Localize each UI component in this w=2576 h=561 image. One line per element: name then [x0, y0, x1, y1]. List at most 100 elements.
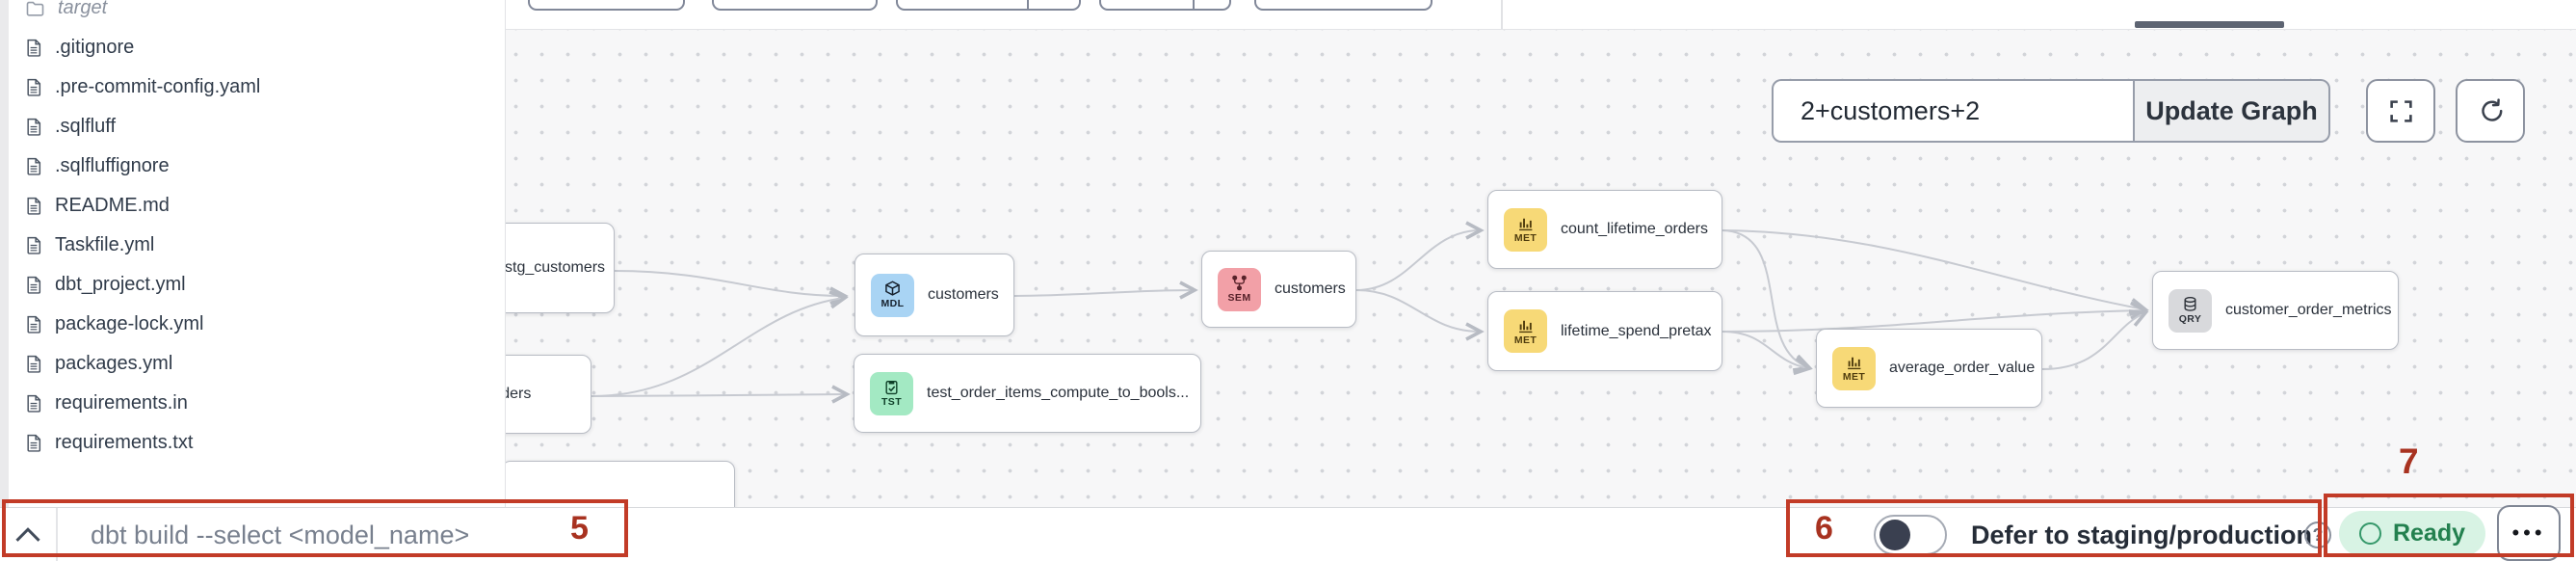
graph-node-customers-model[interactable]: MDL customers: [854, 254, 1014, 336]
graph-edge-orders-to-test_order_items: [591, 385, 851, 404]
status-label: Ready: [2392, 520, 2466, 547]
fullscreen-button[interactable]: [2366, 79, 2435, 143]
graph-edge-lifetime_spend_pretax-to-average_order_value: [1722, 331, 1813, 376]
node-label: customers: [928, 286, 999, 303]
node-label: customers: [1275, 280, 1346, 297]
graph-node-count-lifetime-orders[interactable]: MET count_lifetime_orders: [1487, 190, 1722, 269]
sidebar-scrollbar[interactable]: [0, 0, 9, 507]
file-tree-item[interactable]: requirements.in: [9, 384, 505, 423]
refresh-icon: [2481, 97, 2502, 121]
model-badge: MDL: [871, 273, 914, 317]
clipboard-check-icon: [885, 380, 898, 395]
more-options-button[interactable]: •••: [2497, 505, 2561, 561]
file-tree-item[interactable]: requirements.txt: [9, 423, 505, 463]
file-name: README.md: [55, 195, 170, 216]
file-icon: [27, 315, 41, 334]
fullscreen-icon: [2389, 99, 2412, 122]
command-input[interactable]: dbt build --select <model_name>: [91, 521, 470, 549]
toolbar-button-cutoff[interactable]: [896, 0, 1081, 11]
graph-node-lifetime-spend-pretax[interactable]: MET lifetime_spend_pretax: [1487, 291, 1722, 371]
database-icon: [2184, 297, 2196, 311]
file-name: Taskfile.yml: [55, 234, 155, 255]
file-name: package-lock.yml: [55, 313, 204, 334]
toolbar-button-divider: [1193, 0, 1195, 9]
metric-badge: MET: [1832, 346, 1876, 390]
metric-badge: MET: [1504, 207, 1547, 252]
graph-selector-group: 2+customers+2 Update Graph: [1772, 79, 2330, 143]
badge-label: MET: [1513, 334, 1538, 346]
file-icon: [27, 434, 41, 452]
graph-edge-lifetime_spend_pretax-to-customer_order_metrics: [1722, 301, 2149, 333]
file-icon: [27, 39, 41, 57]
file-name: requirements.in: [55, 392, 188, 414]
file-tree-item[interactable]: .pre-commit-config.yaml: [9, 67, 505, 107]
file-icon: [27, 355, 41, 373]
file-icon: [27, 118, 41, 136]
file-name: .gitignore: [55, 37, 135, 58]
graph-edges: [591, 221, 2149, 404]
file-tree-item[interactable]: README.md: [9, 186, 505, 226]
toggle-knob: [1879, 520, 1910, 550]
file-icon: [27, 78, 41, 96]
ellipsis-icon: •••: [2511, 521, 2546, 545]
graph-selector-input[interactable]: 2+customers+2: [1772, 79, 2134, 143]
graph-node-partial[interactable]: [501, 461, 735, 507]
file-name: .pre-commit-config.yaml: [55, 76, 261, 97]
graph-edge-customers_model-to-customers_semantic: [1013, 280, 1198, 300]
defer-toggle[interactable]: [1874, 515, 1947, 555]
test-badge: TST: [870, 371, 913, 415]
file-tree-item[interactable]: .gitignore: [9, 28, 505, 67]
file-tree: target .gitignore .pre-commit-config.yam…: [9, 0, 505, 463]
graph-node-average-order-value[interactable]: MET average_order_value: [1816, 329, 2042, 408]
refresh-button[interactable]: [2456, 79, 2525, 143]
file-tree-item[interactable]: package-lock.yml: [9, 305, 505, 344]
file-tree-item[interactable]: .sqlfluffignore: [9, 147, 505, 186]
file-tree-item-target[interactable]: target: [9, 0, 505, 28]
file-explorer-sidebar: target .gitignore .pre-commit-config.yam…: [0, 0, 506, 507]
graph-node-customer-order-metrics[interactable]: QRY customer_order_metrics: [2152, 271, 2399, 350]
collapse-panel-button[interactable]: [13, 522, 42, 548]
file-name: dbt_project.yml: [55, 274, 186, 295]
ready-circle-icon: [2358, 522, 2381, 545]
toolbar-button-divider: [1027, 0, 1029, 9]
file-tree-item[interactable]: packages.yml: [9, 344, 505, 384]
defer-label: Defer to staging/production: [1971, 521, 2312, 549]
query-badge: QRY: [2169, 288, 2212, 333]
file-icon: [27, 236, 41, 254]
folder-icon: [26, 1, 44, 16]
command-bar-divider: [56, 508, 58, 561]
badge-label: MDL: [881, 298, 905, 309]
file-tree-item[interactable]: .sqlfluff: [9, 107, 505, 147]
toolbar-divider: [1501, 0, 1503, 29]
file-tree-item[interactable]: dbt_project.yml: [9, 265, 505, 305]
toolbar-button-cutoff[interactable]: [528, 0, 685, 11]
file-tree-item[interactable]: Taskfile.yml: [9, 226, 505, 265]
graph-edge-stg_customers-to-customers_model: [614, 270, 849, 306]
node-label: average_order_value: [1889, 360, 2036, 376]
file-icon: [27, 197, 41, 215]
top-toolbar-strip: [506, 0, 2576, 29]
toolbar-button-cutoff[interactable]: [712, 0, 878, 11]
update-graph-button[interactable]: Update Graph: [2134, 79, 2330, 143]
toolbar-button-cutoff[interactable]: [1099, 0, 1231, 11]
graph-edge-average_order_value-to-customer_order_metrics: [2041, 309, 2149, 370]
caret-up-icon: [15, 527, 40, 542]
graph-node-customers-semantic[interactable]: SEM customers: [1201, 251, 1356, 328]
branch-icon: [1232, 275, 1247, 291]
toolbar-button-cutoff[interactable]: [1254, 0, 1433, 11]
status-badge[interactable]: Ready: [2339, 511, 2485, 556]
file-icon: [27, 276, 41, 294]
badge-label: TST: [881, 396, 903, 408]
bar-chart-icon: [1519, 320, 1533, 333]
graph-edge-customers_semantic-to-count_lifetime_orders: [1355, 221, 1485, 291]
badge-label: QRY: [2178, 313, 2202, 325]
badge-label: SEM: [1227, 292, 1251, 304]
command-bar: dbt build --select <model_name> Defer to…: [0, 505, 2576, 561]
graph-node-test-order-items[interactable]: TST test_order_items_compute_to_bools...: [854, 354, 1201, 433]
cube-icon: [885, 280, 900, 296]
help-icon[interactable]: ?: [2304, 521, 2331, 548]
semantic-badge: SEM: [1218, 267, 1261, 311]
active-tab-underline: [2135, 21, 2284, 28]
badge-label: MET: [1842, 371, 1866, 383]
